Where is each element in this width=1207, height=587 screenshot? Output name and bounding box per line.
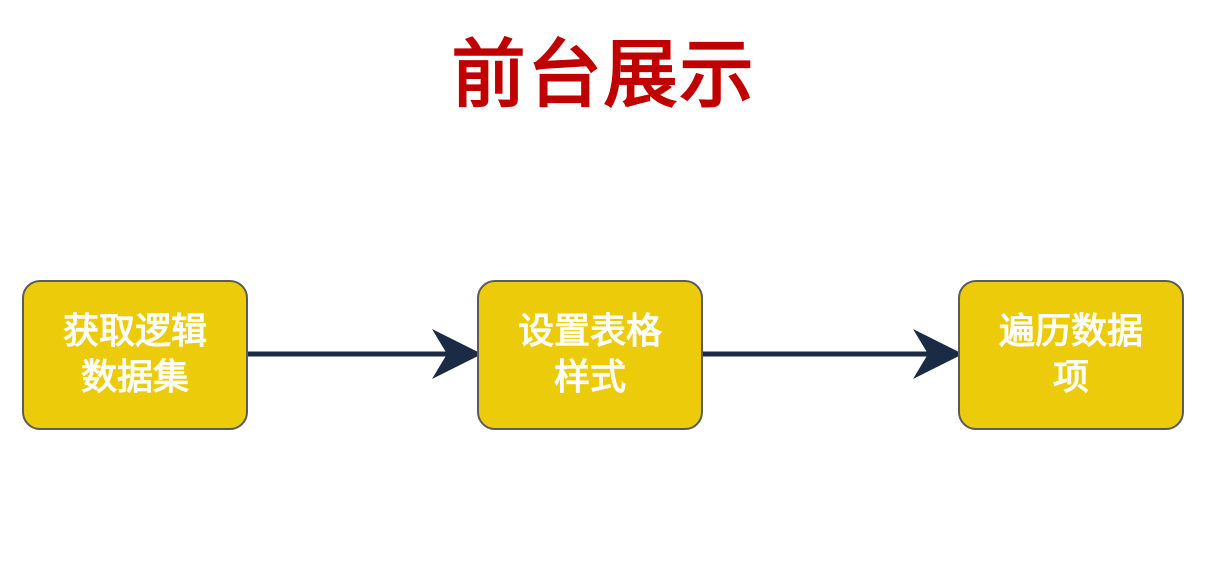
step-label: 获取逻辑数据集 [62, 311, 207, 398]
step-set-table-style: 设置表格样式 [477, 280, 703, 430]
step-get-logical-dataset: 获取逻辑数据集 [22, 280, 248, 430]
step-label: 设置表格样式 [517, 311, 662, 398]
step-label: 遍历数据项 [998, 311, 1143, 398]
step-iterate-data-items: 遍历数据项 [958, 280, 1184, 430]
page-title: 前台展示 [451, 32, 756, 118]
